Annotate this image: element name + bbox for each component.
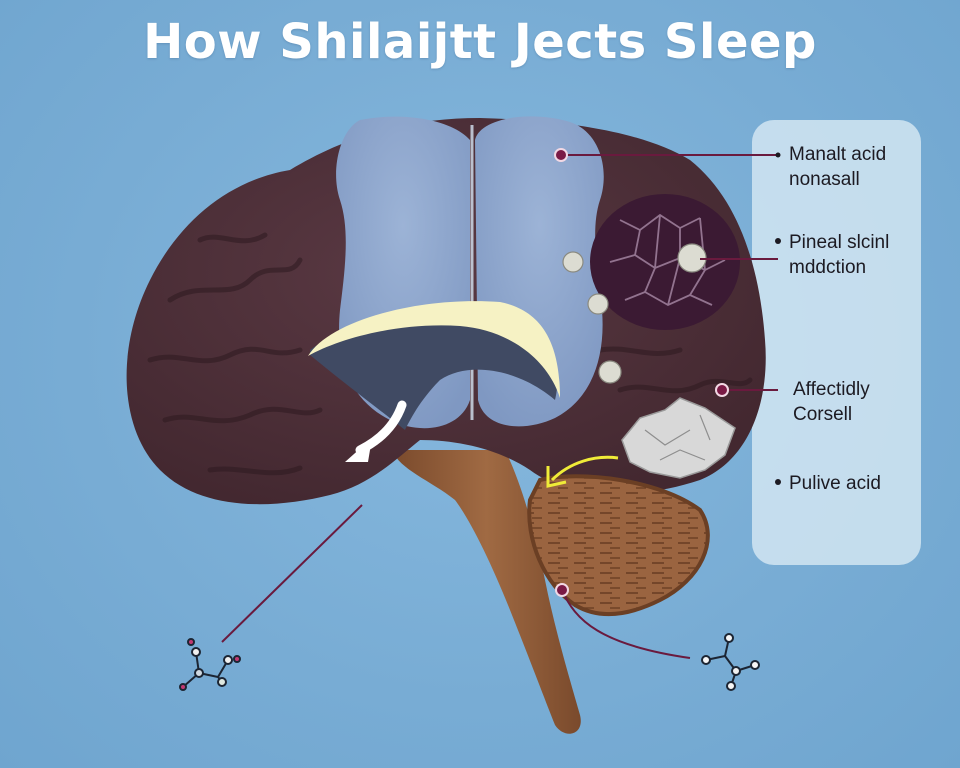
crescent-highlight xyxy=(308,301,560,398)
callout-3-line-2: Corsell xyxy=(793,404,853,425)
callout-panel xyxy=(752,120,921,565)
callout-1-line-1: Manalt acid xyxy=(789,144,887,165)
callout-2-line-1: Pineal slcinl xyxy=(789,232,890,253)
callout-2-line-2: mddction xyxy=(789,257,867,278)
callout-2-label: Pineal slcinl mddction xyxy=(775,230,889,280)
crescent-shadow xyxy=(310,311,558,430)
mineral-orb-icons xyxy=(562,243,707,384)
pineal-cluster xyxy=(590,194,740,330)
bullet-icon xyxy=(775,478,781,485)
brainstem xyxy=(392,450,581,734)
cerebellum xyxy=(527,474,710,617)
shilajit-rock-icon xyxy=(621,397,736,479)
callout-1-line-2: nonasall xyxy=(789,169,860,190)
callout-4-label: Pulive acid xyxy=(775,471,881,496)
callout-3-line-1: Affectidly xyxy=(793,379,870,400)
callout-3-label: Affectidly Corsell xyxy=(793,377,870,427)
callout-4-line-1: Pulive acid xyxy=(789,473,881,494)
molecule-right-icon xyxy=(701,633,760,691)
callout-1-label: Manalt acid nonasall xyxy=(789,142,886,192)
curved-arrow-down-left-icon xyxy=(345,400,407,462)
marker-dots xyxy=(554,148,729,597)
molecule-left-icon xyxy=(179,638,241,691)
curved-arrow-left-icon xyxy=(546,455,619,488)
leader-lines xyxy=(221,154,778,659)
bullet-icon xyxy=(775,237,781,244)
diagram-title: How Shilaijtt Jects Sleep xyxy=(143,14,817,70)
